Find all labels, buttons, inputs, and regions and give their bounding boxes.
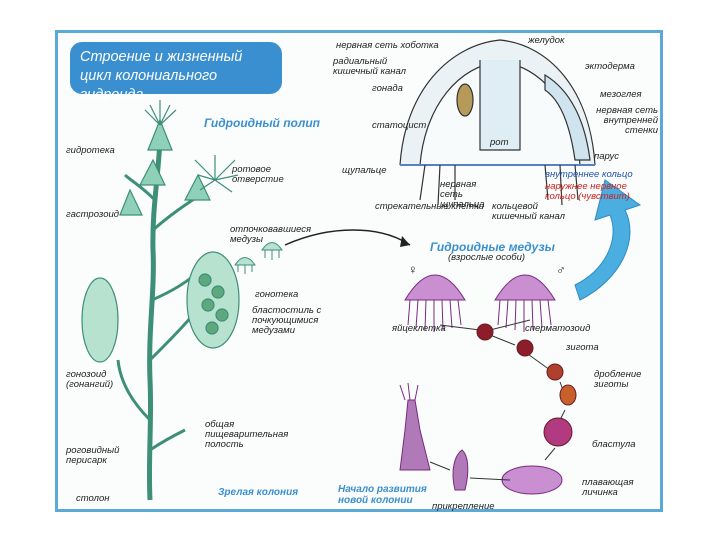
label-sperm: сперматозоид bbox=[525, 323, 591, 334]
label-tentacle: щупальце bbox=[342, 165, 387, 176]
label-radial-canal: радиальный кишечный канал bbox=[333, 56, 406, 77]
cycle-arrow bbox=[574, 179, 642, 301]
label-ring-canal: кольцевой кишечный канал bbox=[492, 201, 565, 222]
heading-medusae: Гидроидные медузы bbox=[430, 240, 555, 254]
label-gonozoid: гонозоид (гонангий) bbox=[66, 369, 114, 390]
heading-mature-colony: Зрелая колония bbox=[218, 487, 299, 498]
label-blastula: бластула bbox=[592, 439, 636, 450]
new-colony bbox=[399, 382, 511, 491]
medusa-section bbox=[399, 39, 596, 206]
heading-medusae-sub: (взрослые особи) bbox=[448, 252, 526, 263]
label-mesoglea: мезоглея bbox=[600, 89, 642, 100]
gonozoid-left bbox=[81, 277, 119, 363]
label-blastostyle: бластостиль с почкующимися медузами bbox=[252, 305, 322, 336]
hydroid-colony bbox=[81, 100, 240, 501]
cleavage-2 bbox=[559, 384, 577, 406]
label-egg: яйцеклетка bbox=[392, 323, 446, 334]
label-outer-ring: наружнее нервное кольцо (чувствит) bbox=[545, 181, 630, 202]
label-gonotheca: гонотека bbox=[255, 289, 299, 300]
label-attachment: прикрепление bbox=[432, 501, 495, 512]
label-planula: плавающая личинка bbox=[582, 477, 634, 498]
label-inner-ring: внутреннее кольцо bbox=[545, 169, 633, 180]
gastrozoid-tentacles bbox=[194, 155, 239, 193]
colony-stalk bbox=[146, 139, 163, 501]
arrow-to-medusae bbox=[284, 229, 411, 246]
planula bbox=[501, 465, 563, 495]
label-gut-cavity: общая пищеварительная полость bbox=[205, 419, 289, 450]
label-gastrozoid: гастрозоид bbox=[66, 209, 120, 220]
label-zygote: зигота bbox=[566, 342, 599, 353]
label-mouth-process: ротовое отверстие bbox=[232, 164, 284, 185]
label-stomach: желудок bbox=[528, 35, 565, 46]
symbol-male: ♂ bbox=[556, 262, 566, 277]
budding-medusae bbox=[234, 242, 283, 274]
cleavage-1 bbox=[546, 363, 564, 381]
label-nerve-net-wall: нервная сеть внутренней стенки bbox=[596, 105, 658, 136]
label-cnidocytes: стрекательные клетки bbox=[375, 201, 484, 212]
label-nerve-net-stalk: нервная сеть хоботка bbox=[336, 40, 439, 51]
label-budding-medusae: отпочковавшиеся медузы bbox=[230, 224, 312, 245]
label-gonad: гонада bbox=[372, 83, 403, 94]
label-cleavage: дробление зиготы bbox=[594, 369, 642, 390]
label-stolon: столон bbox=[76, 493, 110, 504]
symbol-female: ♀ bbox=[408, 262, 418, 277]
label-mouth: рот bbox=[490, 137, 509, 148]
development-stages bbox=[439, 319, 577, 495]
diagram-title: Строение и жизненный цикл колониального … bbox=[70, 42, 282, 103]
heading-new-colony: Начало развития новой колонии bbox=[338, 484, 427, 506]
label-hydrotheca: гидротека bbox=[66, 145, 115, 156]
egg bbox=[476, 323, 494, 341]
label-perisarc: роговидный перисарк bbox=[66, 445, 120, 466]
blastula bbox=[543, 417, 573, 447]
label-nerve-net-tentacle: нервная сеть щупальца bbox=[440, 179, 485, 210]
heading-polyp: Гидроидный полип bbox=[204, 116, 321, 130]
label-statocyst: статоцист bbox=[372, 120, 427, 131]
hydrotheca-top bbox=[147, 118, 173, 151]
label-sail: парус bbox=[594, 151, 619, 162]
label-ectoderm: эктодерма bbox=[585, 61, 635, 72]
adult-medusae bbox=[404, 274, 556, 332]
zygote bbox=[516, 339, 534, 357]
